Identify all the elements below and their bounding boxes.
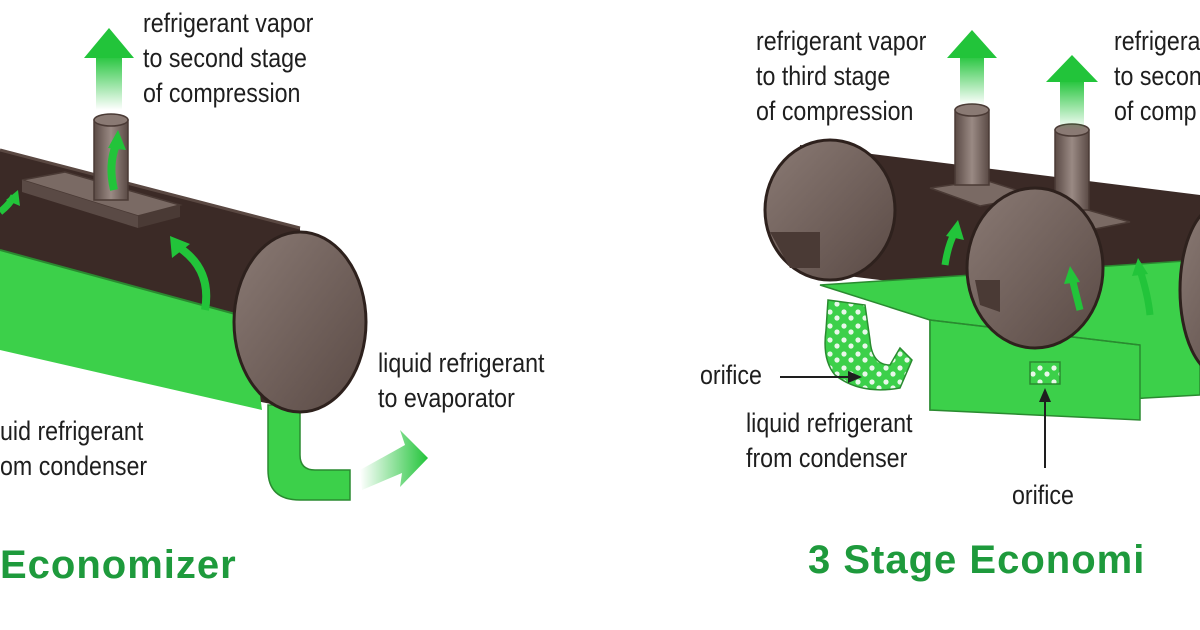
three-stage-vessel — [763, 30, 1200, 468]
end-cap-1 — [763, 138, 897, 282]
vapor-label-line-1: refrigerant vapor — [143, 8, 314, 38]
liquid-in-right-line-2: from condenser — [746, 443, 908, 473]
liquid-out-line-2: to evaporator — [378, 383, 515, 413]
liquid-level — [0, 250, 262, 410]
vapor-third-stage-label: refrigerant vapor to third stage of comp… — [756, 24, 926, 129]
vapor-out-arrow — [84, 28, 134, 110]
liquid-in-line-1: uid refrigerant — [0, 416, 144, 446]
end-cap-3 — [1178, 214, 1200, 366]
flow-arrow-2 — [177, 244, 211, 311]
vapor-out-arrow-third — [947, 30, 997, 105]
liquid-inlet-pipe — [824, 299, 913, 391]
vapor-second-line-3: of comp — [1114, 96, 1197, 126]
vapor-pipe-third-stage — [954, 109, 990, 186]
liquid-from-condenser-label-left: uid refrigerant om condenser — [0, 414, 147, 484]
three-stage-economizer-title: 3 Stage Economi — [808, 538, 1146, 582]
liquid-from-condenser-label-right: liquid refrigerant from condenser — [746, 406, 913, 476]
orifice-label-bottom: orifice — [1012, 480, 1074, 510]
orifice-label-left: orifice — [700, 360, 762, 390]
liquid-outlet-pipe — [267, 404, 351, 501]
vapor-third-line-2: to third stage — [756, 61, 891, 91]
vapor-second-stage-label-right: refrigera to secon of comp — [1114, 24, 1200, 129]
liquid-to-evaporator-label: liquid refrigerant to evaporator — [378, 346, 545, 416]
vapor-out-arrow-second — [1046, 55, 1098, 130]
economizer-left-vessel — [0, 28, 428, 501]
vapor-third-line-3: of compression — [756, 96, 914, 126]
vapor-second-stage-label: refrigerant vapor to second stage of com… — [143, 6, 313, 111]
economizer-title: Economizer — [0, 543, 237, 587]
liquid-in-right-line-1: liquid refrigerant — [746, 408, 913, 438]
vapor-third-line-1: refrigerant vapor — [756, 26, 927, 56]
liquid-out-line-1: liquid refrigerant — [378, 348, 545, 378]
flow-arrow-1 — [107, 143, 120, 191]
vapor-second-line-1: refrigera — [1114, 26, 1200, 56]
liquid-in-line-2: om condenser — [0, 451, 148, 481]
end-cap-2 — [965, 186, 1105, 350]
orifice-box — [1029, 361, 1061, 385]
vapor-second-line-2: to secon — [1114, 61, 1200, 91]
vessel-end-cap — [232, 230, 368, 414]
liquid-out-arrow — [360, 430, 428, 490]
vapor-label-line-2: to second stage — [143, 43, 307, 73]
vapor-label-line-3: of compression — [143, 78, 301, 108]
